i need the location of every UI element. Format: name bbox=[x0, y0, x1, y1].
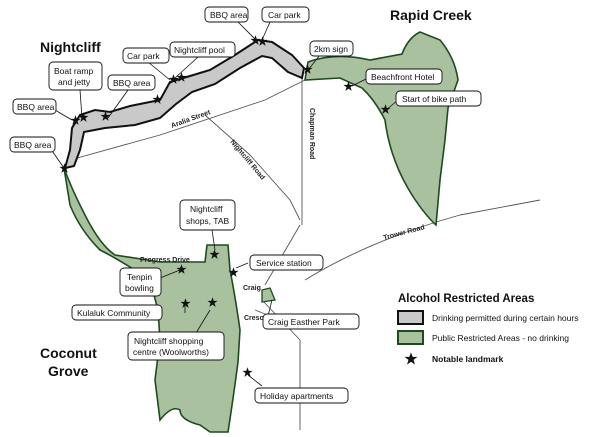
coconut-grove-restricted-area bbox=[63, 167, 241, 433]
crescent-label: Crescent bbox=[244, 315, 275, 322]
callout-tenpin-bowling bbox=[119, 267, 162, 297]
bbq-area-left-label: BBQ area bbox=[17, 102, 55, 112]
legend-permitted-label: Drinking permitted during certain hours bbox=[432, 313, 578, 323]
coconut-grove-label-line1: Coconut bbox=[40, 345, 97, 361]
callout-bbq-area-left bbox=[12, 98, 57, 115]
callout-craig-easther-park bbox=[262, 313, 360, 330]
callout-nightcliff-pool bbox=[169, 41, 236, 58]
rapid-creek-place-label: Rapid Creek bbox=[390, 7, 472, 23]
car-park-left-label: Car park bbox=[127, 51, 160, 61]
bbq-area-mid-label: BBQ area bbox=[113, 78, 151, 88]
callout-shopping-centre bbox=[127, 331, 225, 361]
star-icon bbox=[242, 367, 253, 377]
nightcliff-pool-label: Nightcliff pool bbox=[174, 45, 225, 55]
trower-road-label: Trower Road bbox=[383, 224, 426, 242]
aralia-street-road bbox=[69, 79, 306, 161]
boat-ramp-label-line1: Boat ramp bbox=[54, 66, 93, 76]
callout-service-station bbox=[249, 254, 324, 271]
trower-road bbox=[304, 199, 541, 281]
nightcliff-foreshore-strip bbox=[63, 38, 306, 170]
legend-swatch-restricted bbox=[397, 330, 424, 345]
legend-restricted-label: Public Restricted Areas - no drinking bbox=[432, 333, 569, 343]
craig-label: Craig bbox=[243, 285, 261, 292]
craig-easther-park-area bbox=[261, 287, 276, 303]
rapid-creek-restricted-area bbox=[304, 31, 459, 227]
nightcliff-shops-label-line1: Nightcliff bbox=[190, 204, 223, 214]
callout-bbq-area-top bbox=[204, 6, 249, 23]
progress-drive-label: Progress Drive bbox=[140, 257, 190, 264]
callout-holiday-apartments bbox=[254, 387, 349, 404]
boat-ramp-label-line2: and jetty bbox=[58, 77, 91, 87]
nightcliff-road-label: Nightcliff Road bbox=[228, 139, 265, 182]
chapman-road-label: Chapman Road bbox=[308, 108, 315, 159]
callout-beachfront-hotel bbox=[365, 68, 443, 85]
bbq-area-top-label: BBQ area bbox=[210, 10, 248, 20]
nightcliff-place-label: Nightcliff bbox=[40, 39, 101, 55]
legend-star-icon bbox=[404, 352, 418, 365]
callout-bbq-area-mid bbox=[107, 74, 156, 91]
callout-car-park-left bbox=[122, 47, 170, 64]
holiday-apartments-label: Holiday apartments bbox=[260, 391, 333, 401]
nightcliff-road bbox=[204, 114, 301, 221]
beachfront-hotel-label: Beachfront Hotel bbox=[371, 72, 434, 82]
bbq-area-low-label: BBQ area bbox=[14, 140, 52, 150]
service-station-label: Service station bbox=[256, 258, 312, 268]
car-park-top-label: Car park bbox=[268, 10, 301, 20]
drinking-permitted-areas bbox=[63, 38, 306, 170]
shopping-centre-label-line2: centre (Woolworths) bbox=[133, 347, 209, 357]
coconut-grove-label-line2: Grove bbox=[48, 363, 89, 379]
legend-landmark-label: Notable landmark bbox=[432, 354, 504, 364]
callout-boat-ramp bbox=[48, 61, 103, 91]
shopping-centre-label-line1: Nightcliff shopping bbox=[134, 336, 204, 346]
kulaluk-label: Kulaluk Community bbox=[77, 308, 151, 318]
callout-start-bike-path bbox=[395, 90, 482, 107]
legend-swatch-permitted bbox=[397, 310, 424, 325]
callout-bbq-area-low bbox=[9, 136, 56, 153]
tenpin-label-line1: Tenpin bbox=[127, 272, 152, 282]
start-bike-path-label: Start of bike path bbox=[402, 94, 467, 104]
callout-2km-sign bbox=[309, 40, 354, 57]
2km-sign-label: 2km sign bbox=[314, 44, 348, 54]
legend: Alcohol Restricted Areas Drinking permit… bbox=[397, 293, 578, 365]
legend-title: Alcohol Restricted Areas bbox=[398, 293, 534, 305]
tenpin-label-line2: bowling bbox=[125, 283, 154, 293]
callout-kulaluk bbox=[71, 304, 163, 321]
callouts bbox=[9, 6, 482, 404]
callout-labels: BBQ area Car park Nightcliff pool Car pa… bbox=[14, 10, 467, 401]
callout-nightcliff-shops bbox=[179, 199, 236, 231]
callout-car-park-top bbox=[261, 6, 310, 23]
nightcliff-shops-label-line2: shops, TAB bbox=[186, 216, 229, 226]
craig-easther-park-label: Craig Easther Park bbox=[268, 317, 341, 327]
